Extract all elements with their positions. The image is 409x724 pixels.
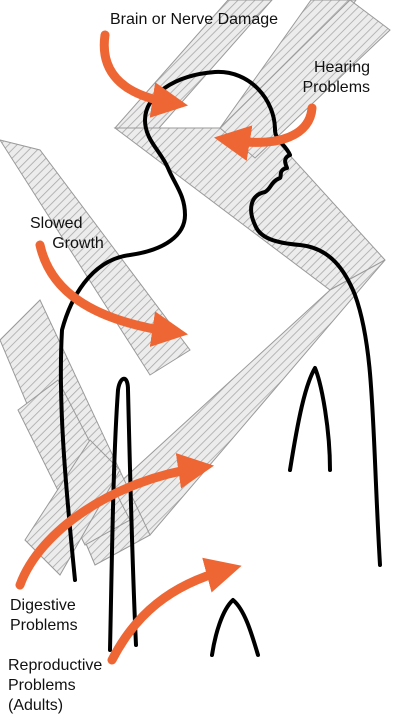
label-reproductive-problems: Reproductive Problems (Adults) — [8, 656, 102, 716]
legs-gap-outline — [212, 600, 258, 655]
right-arm-outline — [290, 368, 330, 470]
label-brain-damage: Brain or Nerve Damage — [110, 10, 278, 30]
arrow-reproductive — [112, 570, 226, 660]
label-slowed-growth: Slowed Growth — [30, 214, 104, 254]
label-hearing-problems: Hearing Problems — [298, 58, 370, 98]
label-digestive-problems: Digestive Problems — [10, 596, 78, 636]
